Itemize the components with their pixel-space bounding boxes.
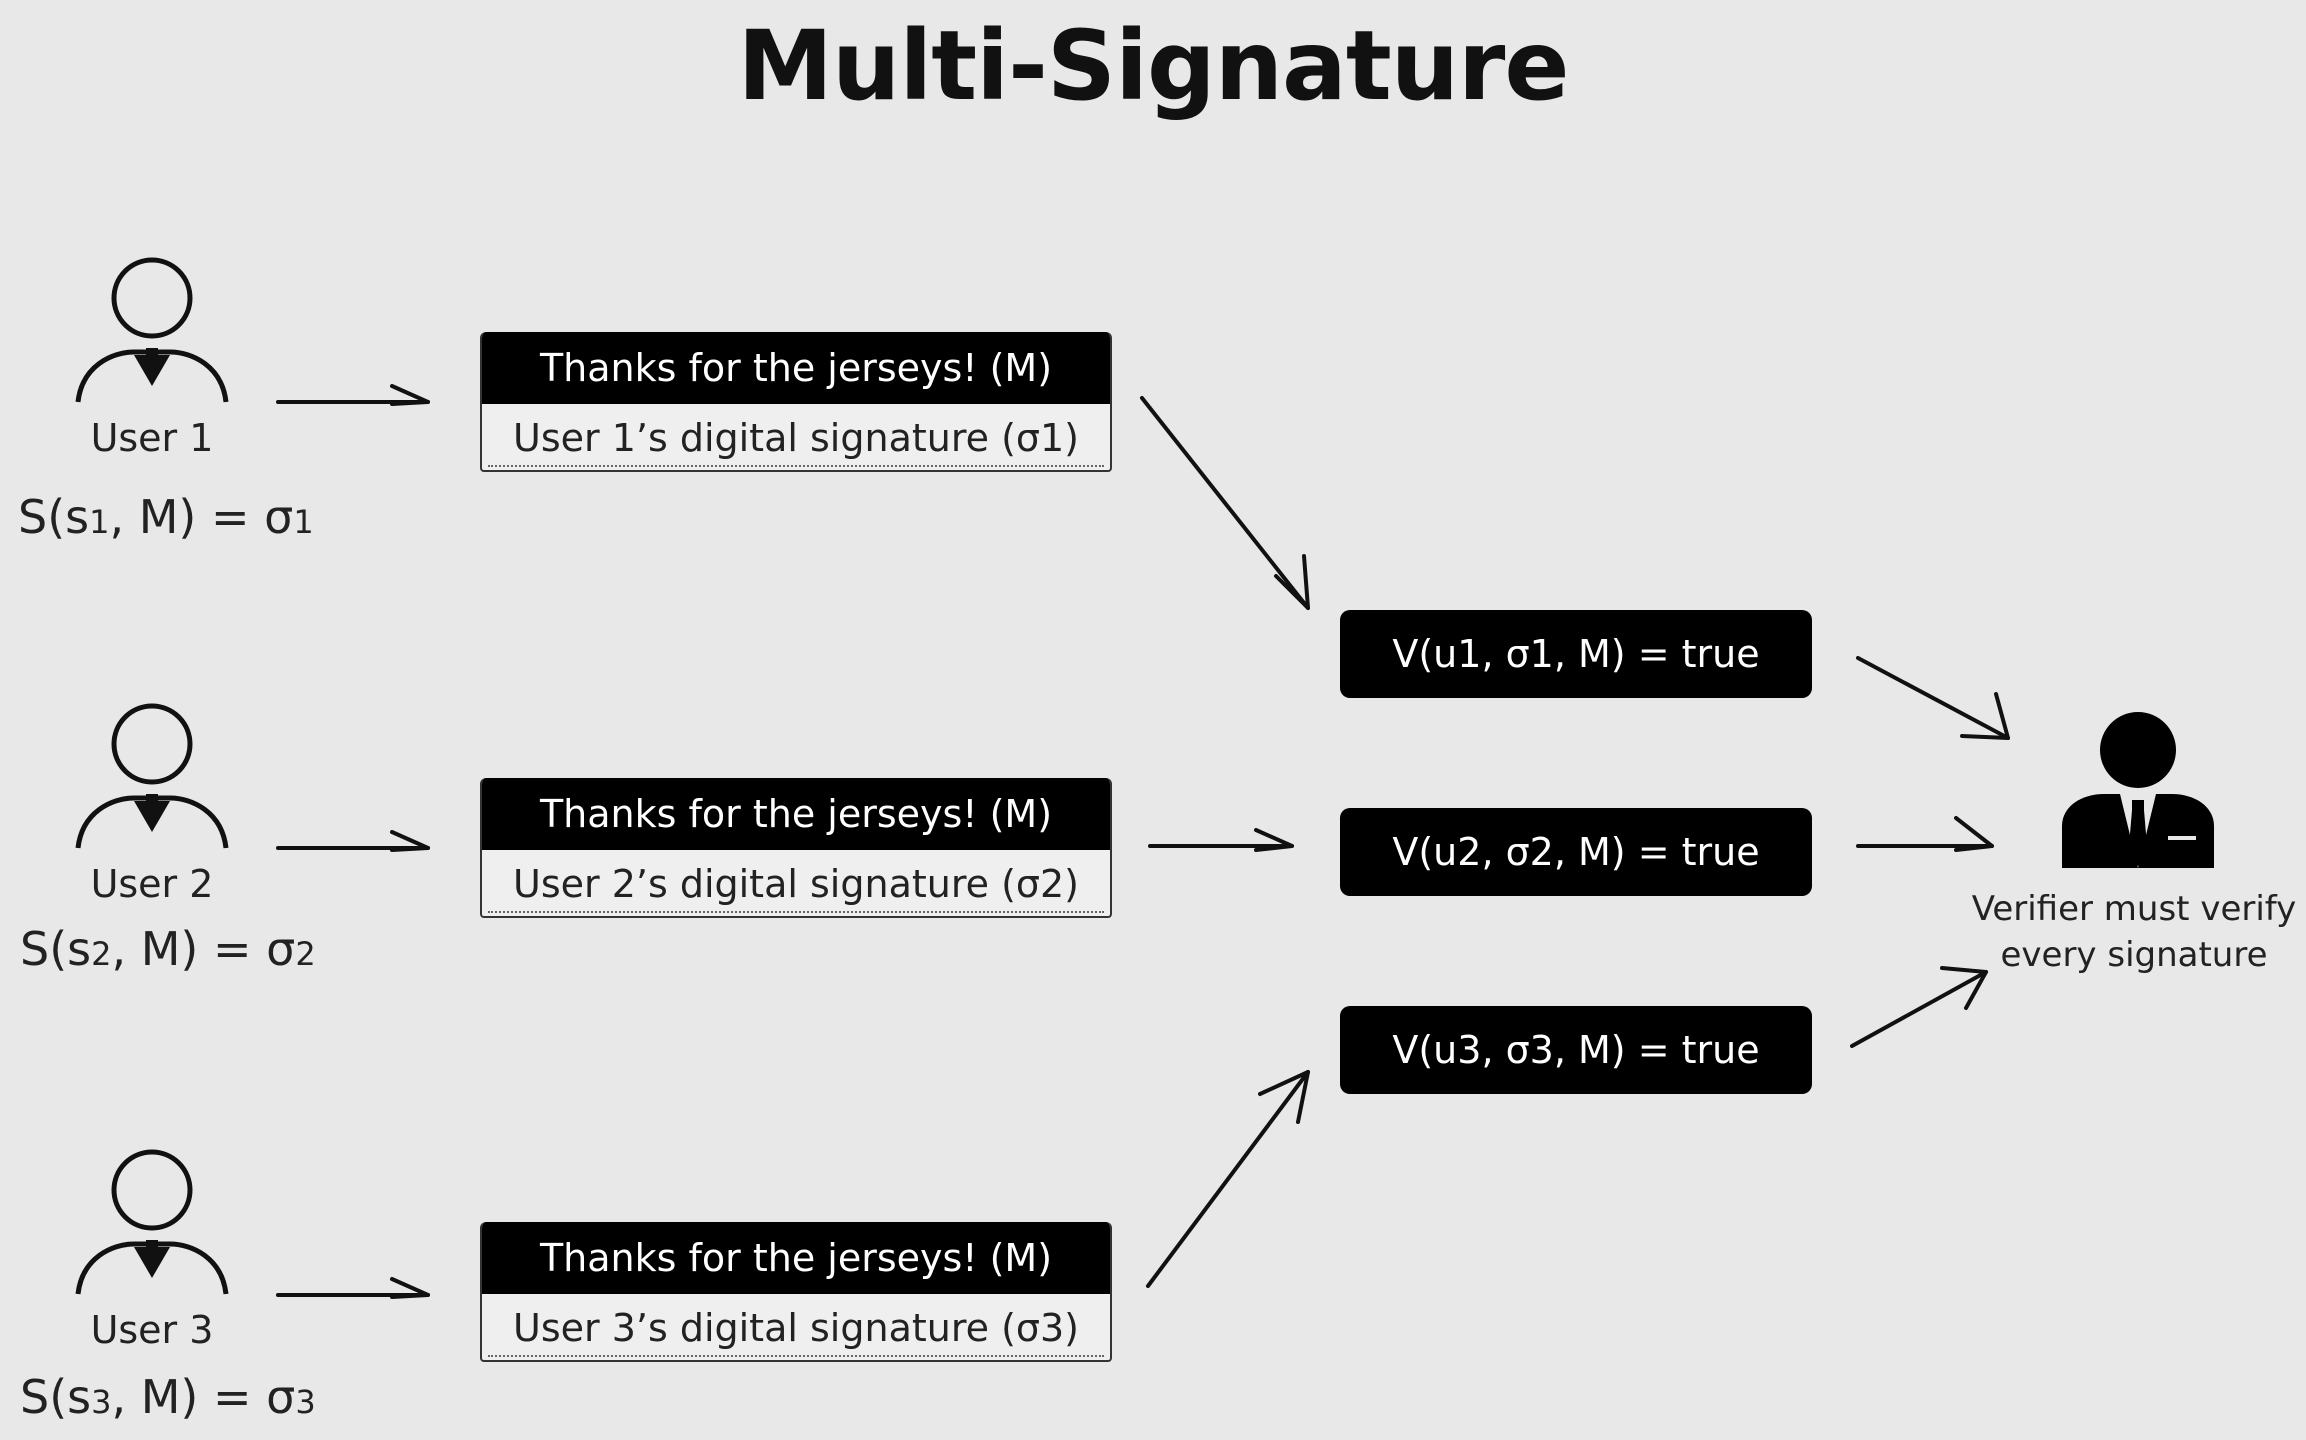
message-text: Thanks for the jerseys! (M) <box>482 1222 1110 1294</box>
user-label: User 1 <box>90 416 214 460</box>
page-title: Multi-Signature <box>737 10 1570 122</box>
user-label: User 3 <box>90 1308 214 1352</box>
signed-message-box-user2: Thanks for the jerseys! (M) User 2’s dig… <box>480 778 1112 918</box>
verification-box-2: V(u2, σ2, M) = true <box>1340 808 1812 896</box>
arrow-message1-to-verify1 <box>1140 396 1310 610</box>
arrow-user1-to-message <box>276 384 430 406</box>
verification-box-3: V(u3, σ3, M) = true <box>1340 1006 1812 1094</box>
arrow-verify2-to-verifier <box>1856 816 1994 852</box>
user-outline-icon <box>75 1149 229 1295</box>
signature-text: User 3’s digital signature (σ3) <box>513 1306 1079 1350</box>
sign-formula: S(s3, M) = σ3 <box>20 1370 316 1424</box>
user-outline-icon <box>75 257 229 403</box>
sign-formula: S(s1, M) = σ1 <box>18 490 314 544</box>
businessman-filled-icon <box>2062 712 2214 868</box>
arrow-message2-to-verify2 <box>1148 828 1294 852</box>
verifier-label-line1: Verifier must verify <box>1971 889 2297 929</box>
arrow-verify3-to-verifier <box>1850 966 1988 1048</box>
verifier-label: Verifier must verify every signature <box>1964 886 2304 978</box>
arrow-message3-to-verify3 <box>1146 1070 1310 1288</box>
signed-message-box-user3: Thanks for the jerseys! (M) User 3’s dig… <box>480 1222 1112 1362</box>
arrow-user3-to-message <box>276 1277 430 1299</box>
arrow-user2-to-message <box>276 830 430 852</box>
signed-message-box-user1: Thanks for the jerseys! (M) User 1’s dig… <box>480 332 1112 472</box>
message-text: Thanks for the jerseys! (M) <box>482 332 1110 404</box>
signature-text: User 1’s digital signature (σ1) <box>513 416 1079 460</box>
verifier-label-line2: every signature <box>2000 935 2268 975</box>
sign-formula: S(s2, M) = σ2 <box>20 922 316 976</box>
verification-box-1: V(u1, σ1, M) = true <box>1340 610 1812 698</box>
arrow-verify1-to-verifier <box>1856 656 2010 740</box>
message-text: Thanks for the jerseys! (M) <box>482 778 1110 850</box>
user-outline-icon <box>75 703 229 849</box>
signature-text: User 2’s digital signature (σ2) <box>513 862 1079 906</box>
user-label: User 2 <box>90 862 214 906</box>
